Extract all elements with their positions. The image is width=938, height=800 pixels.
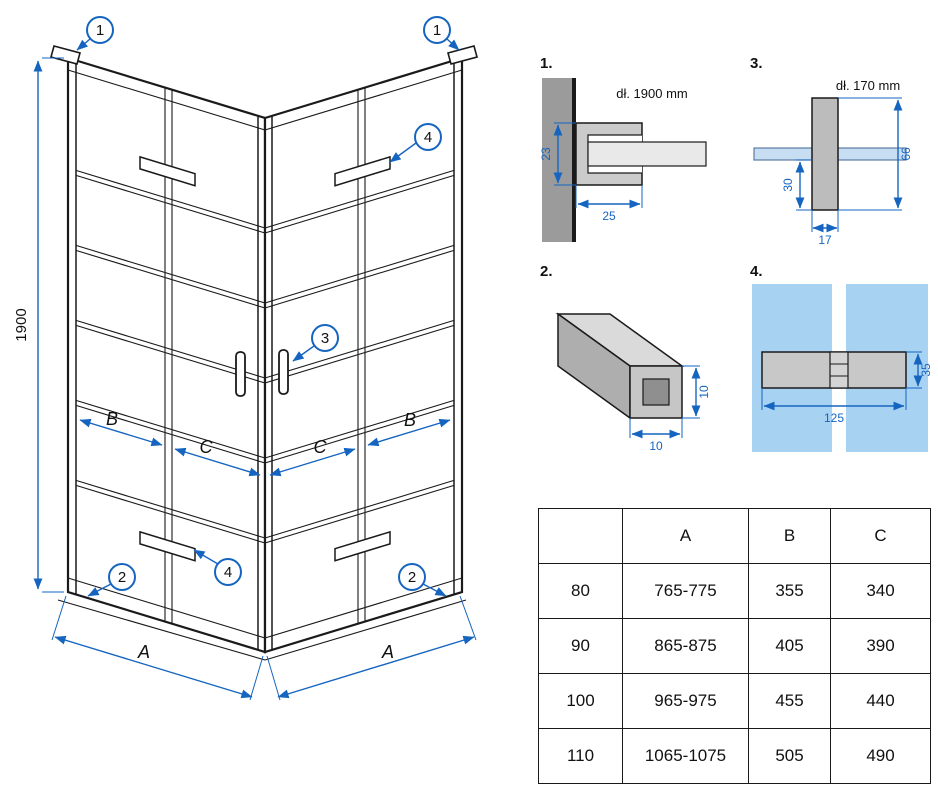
cell-a: 865-875 — [622, 618, 749, 674]
cell-c: 390 — [830, 618, 931, 674]
callout-2-left-num: 2 — [118, 569, 126, 586]
connector-center-piece — [829, 351, 849, 389]
table-header-a: A — [622, 508, 749, 564]
handle-body — [811, 97, 839, 211]
tube-inner-hole — [642, 378, 670, 406]
dim-23-label: 23 — [539, 147, 553, 161]
dim-a-left-label: A — [137, 642, 150, 662]
dim-b-left-label: B — [106, 409, 118, 429]
base-dimensions: A A — [51, 595, 477, 701]
profile-length-note: dł. 1900 mm — [616, 86, 688, 101]
wall-mount-brackets — [50, 45, 478, 65]
table-row: 90 865-875 405 390 — [538, 618, 931, 674]
callout-4-bottom: 4 — [193, 549, 242, 586]
detail-panel-1: 1. dł. 1900 mm 23 25 — [539, 55, 707, 242]
callout-1-left: 1 — [76, 16, 114, 51]
detail-panel-4: 4. 125 35 — [750, 263, 933, 452]
height-dim-label: 1900 — [13, 308, 30, 341]
callout-4-top: 4 — [389, 123, 442, 163]
table-row: 110 1065-1075 505 490 — [538, 728, 931, 784]
dim-23: 23 — [539, 122, 576, 186]
cell-size: 100 — [538, 673, 623, 729]
callout-4-bottom-num: 4 — [224, 564, 232, 581]
cell-c: 340 — [830, 563, 931, 619]
callout-3-num: 3 — [321, 330, 329, 347]
wall-edge-line — [572, 78, 576, 242]
table-header-c: C — [830, 508, 931, 564]
cell-a: 965-975 — [622, 673, 749, 729]
dim-25: 25 — [575, 185, 643, 223]
callout-1-right-num: 1 — [433, 22, 441, 39]
callout-1-right: 1 — [423, 16, 460, 51]
cell-size: 80 — [538, 563, 623, 619]
dim-b-right-label: B — [404, 410, 416, 430]
dim-10-vertical: 10 — [682, 365, 711, 419]
detail-1-number: 1. — [540, 55, 553, 72]
dim-c-right-label: C — [314, 437, 328, 457]
cell-c: 490 — [830, 728, 931, 784]
table-header-row: A B C — [538, 508, 931, 564]
glass-panel-edge — [587, 141, 707, 167]
cell-b: 455 — [748, 673, 831, 729]
dim-c-left-label: C — [200, 437, 214, 457]
dim-10v-label: 10 — [697, 385, 711, 399]
dim-10-horizontal: 10 — [629, 418, 683, 453]
dim-10h-label: 10 — [649, 439, 663, 453]
table-header-empty — [538, 508, 623, 564]
cell-b: 505 — [748, 728, 831, 784]
dim-35: 35 — [906, 351, 933, 389]
cell-a: 765-775 — [622, 563, 749, 619]
table-header-b: B — [748, 508, 831, 564]
cell-c: 440 — [830, 673, 931, 729]
dim-17-label: 17 — [818, 233, 832, 247]
dim-125-label: 125 — [824, 411, 844, 425]
table-row: 100 965-975 455 440 — [538, 673, 931, 729]
dim-25-label: 25 — [602, 209, 616, 223]
height-dimension: 1900 — [13, 57, 64, 593]
dim-66: 66 — [838, 97, 913, 211]
dim-a-right-label: A — [381, 642, 394, 662]
handle-length-note: dł. 170 mm — [836, 78, 900, 93]
dim-30: 30 — [781, 159, 812, 211]
dim-125: 125 — [761, 388, 907, 425]
size-table: A B C 80 765-775 355 340 90 865-875 405 … — [538, 508, 931, 784]
dim-30-label: 30 — [781, 178, 795, 192]
door-handles — [235, 349, 289, 397]
cell-size: 110 — [538, 728, 623, 784]
table-row: 80 765-775 355 340 — [538, 563, 931, 619]
detail-panel-3: 3. dł. 170 mm 66 30 17 — [750, 55, 913, 247]
width-dimensions: B C C B — [79, 409, 451, 477]
dim-35-label: 35 — [919, 363, 933, 377]
detail-4-number: 4. — [750, 263, 763, 280]
cell-size: 90 — [538, 618, 623, 674]
callout-2-left: 2 — [87, 563, 136, 597]
detail-2-number: 2. — [540, 263, 553, 280]
callout-1-left-num: 1 — [96, 22, 104, 39]
cell-a: 1065-1075 — [622, 728, 749, 784]
dim-17: 17 — [811, 210, 839, 247]
callout-2-right: 2 — [398, 563, 447, 597]
dim-66-label: 66 — [899, 147, 913, 161]
callout-4-top-num: 4 — [424, 129, 432, 146]
shower-isometric-diagram: 1900 B C C B A A 1 — [13, 16, 478, 701]
right-wall-glass — [263, 56, 464, 654]
cell-b: 355 — [748, 563, 831, 619]
detail-3-number: 3. — [750, 55, 763, 72]
cell-b: 405 — [748, 618, 831, 674]
callout-3: 3 — [292, 324, 339, 362]
glass-horizontal-bars — [75, 169, 455, 544]
callout-2-right-num: 2 — [408, 569, 416, 586]
detail-panel-2: 2. 10 10 — [540, 263, 711, 453]
vertical-profiles — [75, 60, 455, 650]
hinge-brackets — [139, 155, 391, 562]
